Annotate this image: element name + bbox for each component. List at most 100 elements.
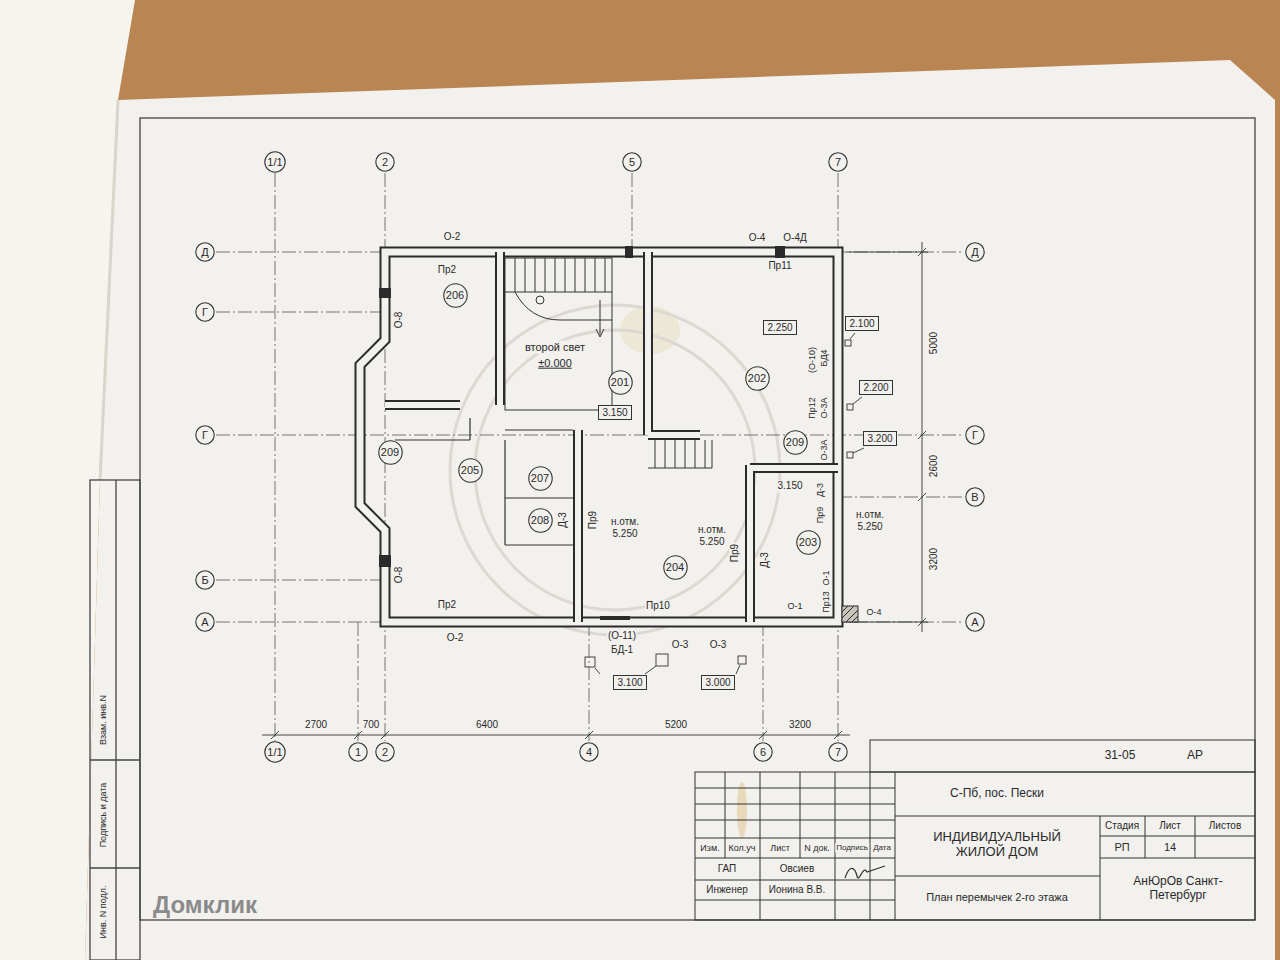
axis-bubble: 6 [753,742,773,762]
dimension: 3200 [928,547,940,571]
brick-corner [842,606,858,622]
title-block-cell: Дата [872,843,892,852]
bubble-circle [528,466,551,489]
lintel-mark [775,246,785,258]
lintel-mark-label: н.отм. 5.250 [690,524,734,547]
bubble-circle [196,426,214,444]
room-number: 201 [608,370,633,395]
bubble-circle [966,243,984,261]
lintel-mark-label: О-1 [786,601,803,611]
lintel-mark-label: БД-1 [610,644,634,656]
room-number: 209 [378,440,403,465]
bubble-text: Г [202,429,208,441]
grid-axis [216,580,385,581]
title-block [725,772,870,920]
level-box: 3.150 [598,405,632,420]
exterior-wall [360,252,838,622]
bubble-text: 7 [835,746,841,758]
bubble-text: А [971,616,978,628]
axis-bubble: 1 [348,742,368,762]
bubble-circle [378,440,401,463]
lintel-mark-label: Д-3 [557,511,569,529]
lintel-mark-label: второй свет [524,341,586,354]
watermark-ring [475,330,755,610]
grid-axis [275,173,276,741]
lintel-mark-label: О-2 [443,231,462,243]
grid-axis [358,622,359,741]
grid-axis [632,173,633,252]
level-leader [738,656,746,664]
interior-wall [385,252,838,622]
title-block [895,772,896,920]
level-leader [585,657,595,667]
lintel-mark-label: БД4 [819,348,829,367]
signature [845,866,885,878]
paper [737,782,747,838]
axis-bubble: 4 [579,742,599,762]
partition [395,418,573,545]
bubble-text: Б [201,574,208,586]
lintel-mark-label: О-4 [865,607,882,617]
grid-axis [216,435,964,436]
lintel-mark-label: (О-11) [607,630,637,642]
bubble-circle [623,153,641,171]
axis-bubble: 2 [375,152,395,172]
exterior-wall [360,252,838,622]
dimension: 3200 [788,719,812,731]
axis-bubble: Д [195,242,215,262]
grid-axis [838,497,964,498]
axis-bubble: Г [195,425,215,445]
bubble-circle [265,152,285,172]
bubble-circle [443,283,466,306]
bubble-circle [265,742,285,762]
dimension: 700 [362,719,381,731]
title-block-cell: 14 [1163,841,1177,854]
bubble-text: 1/1 [267,746,282,758]
stair [515,292,612,320]
lintel-mark-label: Д-3 [815,482,825,498]
axis-bubble: 5 [622,152,642,172]
sheet-frame [90,118,1255,960]
title-block [870,740,1255,772]
axis-bubble: 1/1 [264,151,286,173]
level-box: 2.200 [859,380,893,395]
bubble-text: 205 [461,464,479,476]
bubble-circle [608,370,631,393]
dimension-line [271,731,842,739]
bubble-circle [966,488,984,506]
title-block [695,772,1255,920]
title-block-cell: Ионина В.В. [768,884,827,896]
room-number: 207 [528,466,553,491]
dimension: 6400 [475,719,499,731]
title-block [895,876,1100,877]
title-block-cell: С-Пб, пос. Пески [949,787,1045,801]
axis-bubble: Б [195,570,215,590]
dimension: 5000 [928,331,940,355]
lintel-mark-label: О-8 [393,311,405,330]
paper [100,100,118,480]
brick-corner [842,606,858,622]
lintel-mark-label: Д-3 [759,551,771,569]
level-leader [585,333,864,674]
bubble-circle [376,153,394,171]
title-block-cell: Инженер [705,884,749,896]
level-box: 2.100 [845,316,879,331]
bubble-circle [196,243,214,261]
grid-axis [216,312,385,313]
bubble-circle [196,571,214,589]
lintel-mark-label: Пр9 [587,510,599,530]
title-block [1100,816,1255,858]
level-box: 3.100 [613,675,647,690]
bubble-text: 2 [382,746,388,758]
room-number: 208 [528,508,553,533]
bubble-circle [754,743,772,761]
level-value: 2.200 [863,382,888,393]
level-leader [736,665,740,674]
dimension: 2700 [304,719,328,731]
axis-bubble: 1/1 [264,741,286,763]
level-leader [853,397,862,404]
title-block-cell: Лист [1158,820,1182,832]
title-block-cell: Стадия [1104,820,1140,832]
lintel-mark [379,246,785,620]
lintel-mark-label: О-8 [393,566,405,585]
